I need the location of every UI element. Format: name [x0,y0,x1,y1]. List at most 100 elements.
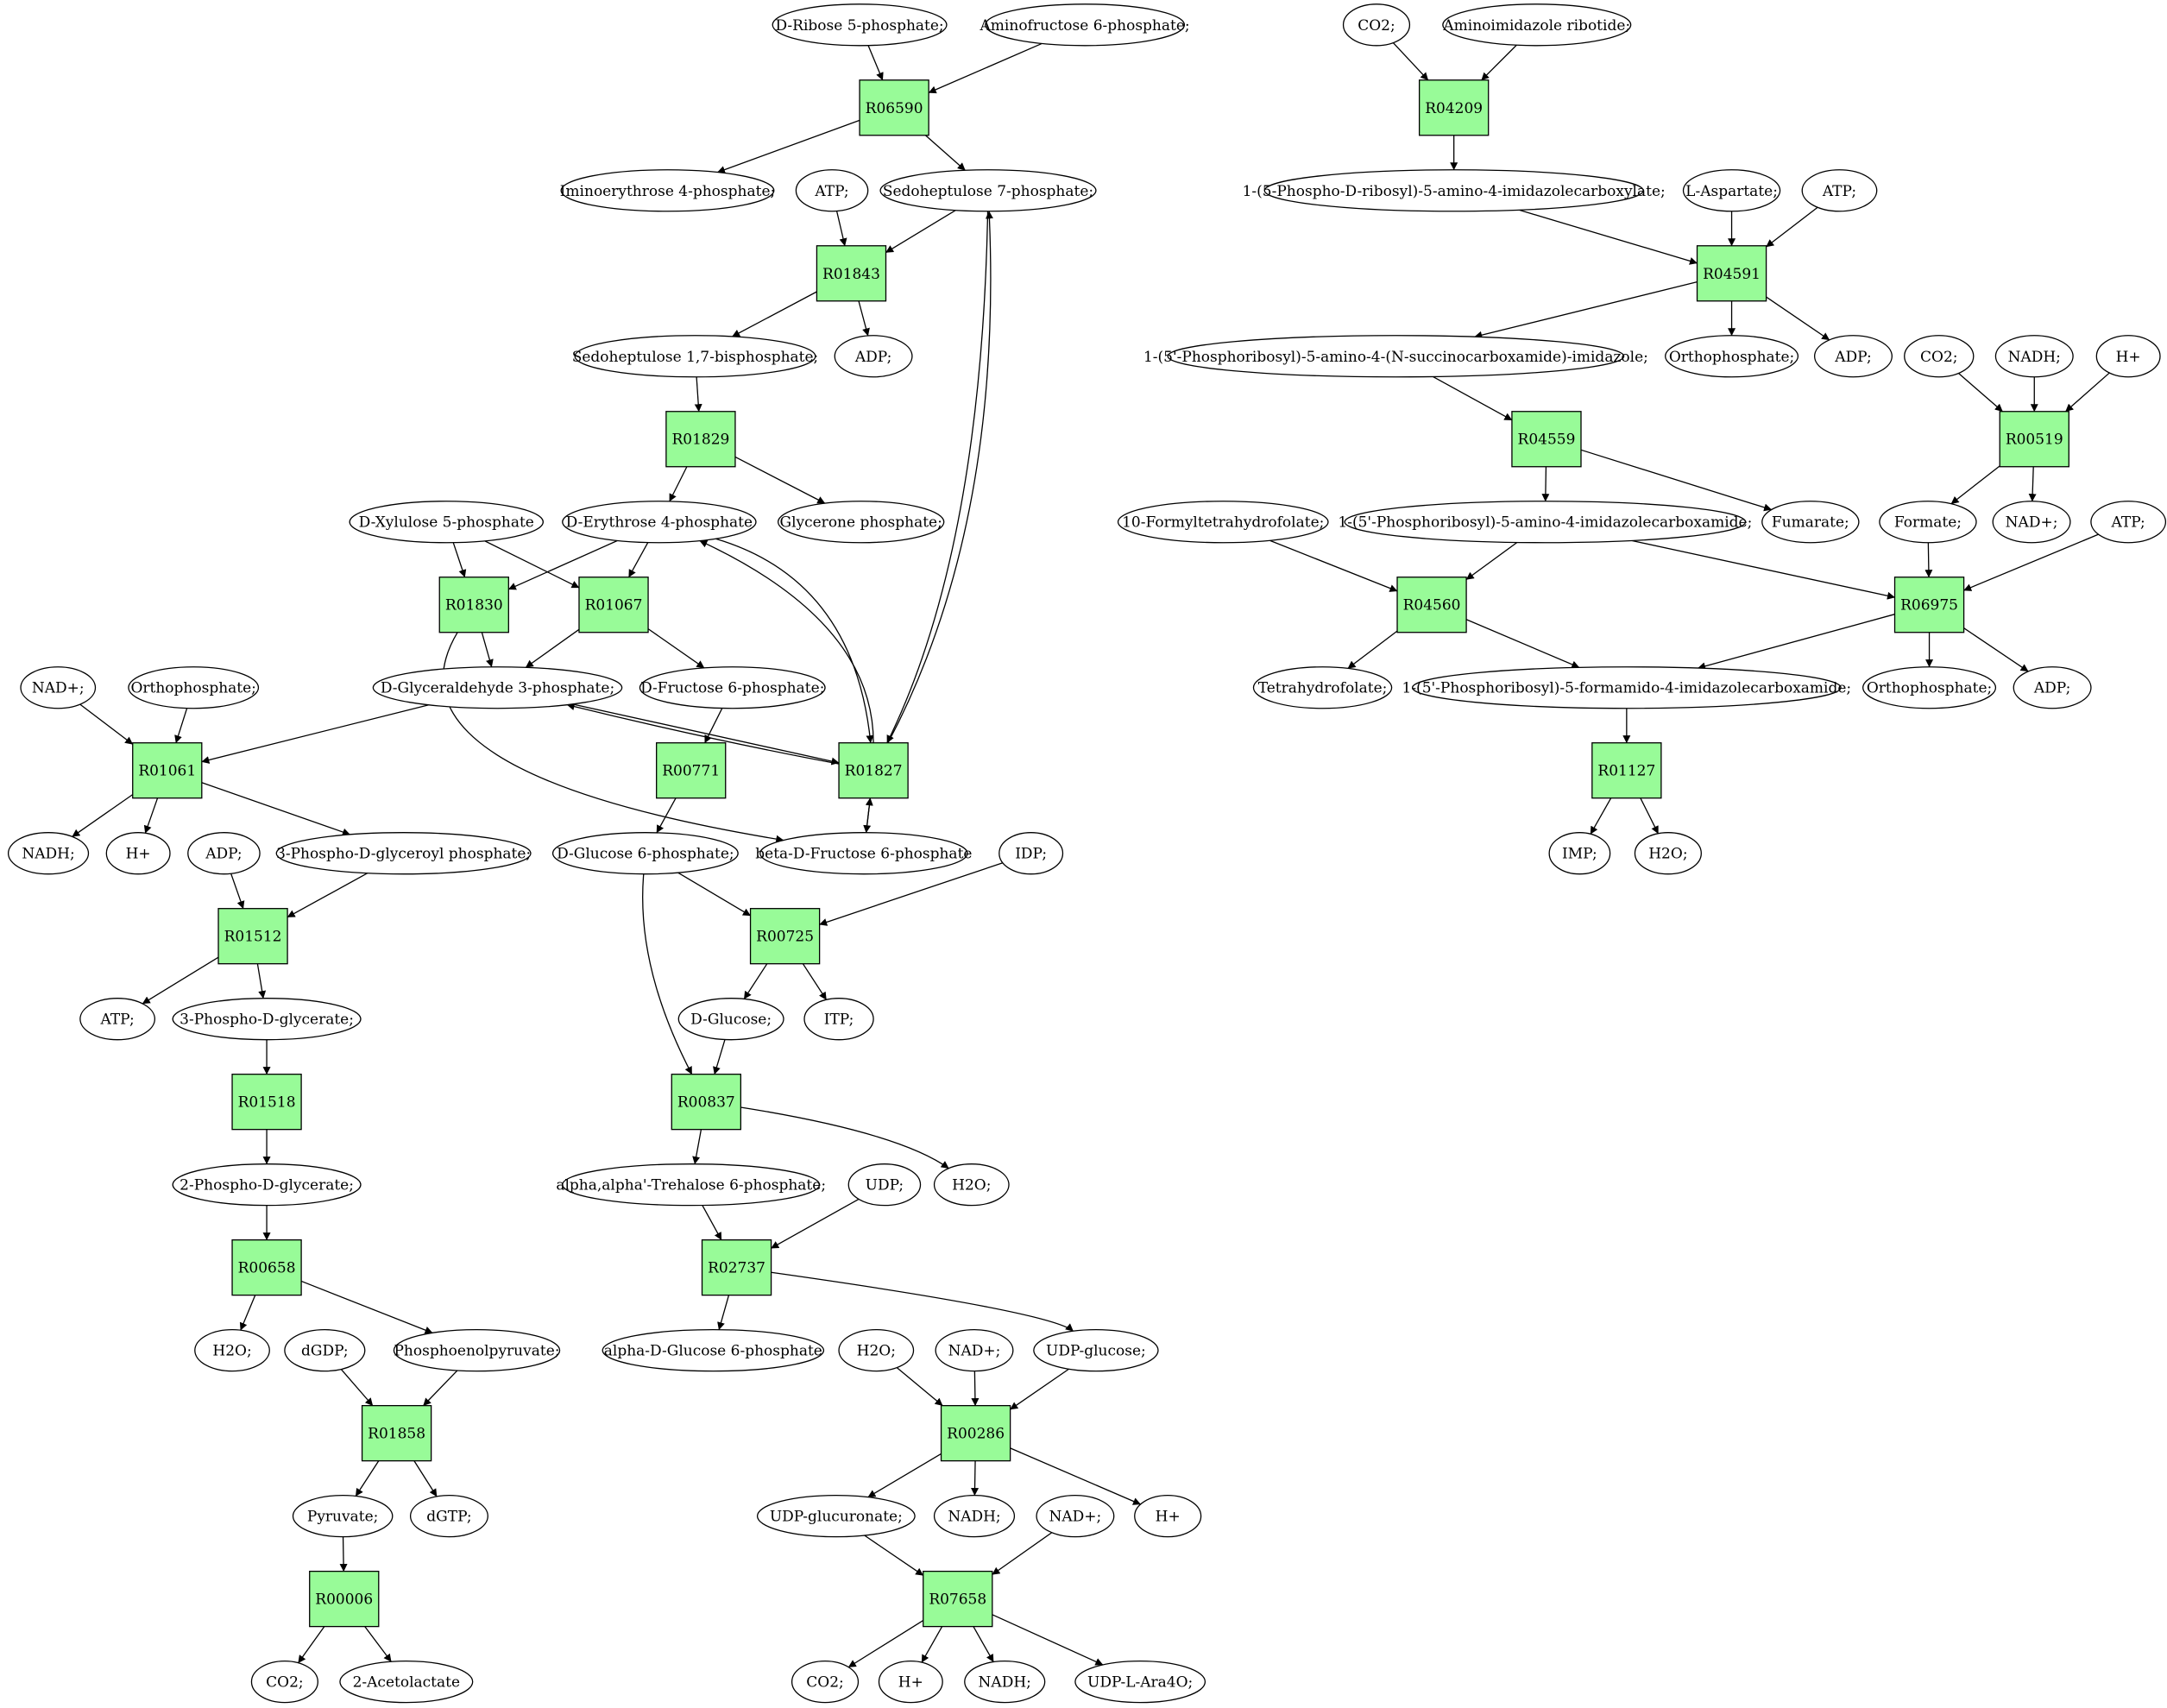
metabolite-node-fru6p[interactable]: D-Fructose 6-phosphate; [639,666,826,709]
reaction-node-R01518[interactable]: R01518 [231,1074,302,1131]
reaction-node-R00771[interactable]: R00771 [656,742,727,799]
metabolite-node-pg2[interactable]: 2-Phospho-D-glycerate; [172,1163,362,1207]
metabolite-node-h2o3[interactable]: H2O; [838,1328,915,1372]
reaction-node-R04209[interactable]: R04209 [1418,79,1490,136]
metabolite-node-idp[interactable]: IDP; [998,832,1064,875]
metabolite-node-betafru6p[interactable]: beta-D-Fructose 6-phosphate [755,832,972,875]
metabolite-node-orthoP3[interactable]: Orthophosphate; [1862,666,1997,709]
metabolite-node-faicar[interactable]: 1-(5'-Phosphoribosyl)-5-formamido-4-imid… [1402,666,1852,709]
reaction-node-R04560[interactable]: R04560 [1396,577,1467,633]
metabolite-node-aicar[interactable]: 1-(5'-Phosphoribosyl)-5-amino-4-imidazol… [1338,501,1752,544]
metabolite-node-imp[interactable]: IMP; [1548,832,1611,875]
metabolite-node-sedo7p[interactable]: Sedoheptulose 7-phosphate; [879,169,1097,212]
metabolite-node-co2c[interactable]: CO2; [1342,3,1411,47]
metabolite-node-udpglcA[interactable]: UDP-glucuronate; [756,1494,916,1538]
metabolite-node-itp[interactable]: ITP; [803,998,874,1041]
reaction-node-R02737[interactable]: R02737 [701,1239,772,1296]
metabolite-node-adp3[interactable]: ADP; [1813,335,1893,378]
metabolite-node-pgp[interactable]: 3-Phospho-D-glyceroyl phosphate; [275,832,532,875]
metabolite-node-h2o1[interactable]: H2O; [933,1163,1010,1207]
metabolite-node-nadh4[interactable]: NADH; [1994,335,2074,378]
edge-R01067-to-fru6p [647,628,705,669]
metabolite-node-fumarate[interactable]: Fumarate; [1761,501,1860,544]
reaction-node-R01512[interactable]: R01512 [217,908,288,965]
metabolite-node-aminofru6p[interactable]: Aminofructose 6-phosphate; [980,3,1190,47]
metabolite-node-saicar[interactable]: 1-(5'-Phosphoribosyl)-5-amino-4-(N-succi… [1143,335,1648,378]
metabolite-node-h2o4[interactable]: H2O; [1634,832,1702,875]
metabolite-node-orthoP1[interactable]: Orthophosphate; [128,666,260,709]
reaction-node-R01830[interactable]: R01830 [438,577,509,633]
metabolite-node-pep[interactable]: Phosphoenolpyruvate; [393,1328,561,1372]
reaction-node-R01061[interactable]: R01061 [132,742,203,799]
metabolite-label: Orthophosphate; [1669,349,1794,366]
reaction-node-R01827[interactable]: R01827 [838,742,909,799]
metabolite-node-dgdp[interactable]: dGDP; [284,1328,366,1372]
reaction-node-R04559[interactable]: R04559 [1511,411,1582,468]
reaction-node-R01858[interactable]: R01858 [361,1404,432,1462]
metabolite-node-aglc6p[interactable]: alpha-D-Glucose 6-phosphate [602,1328,825,1372]
metabolite-node-formylthf[interactable]: 10-Formyltetrahydrofolate; [1117,501,1329,544]
reaction-node-R00658[interactable]: R00658 [231,1239,302,1296]
reaction-node-R01127[interactable]: R01127 [1591,742,1662,799]
metabolite-node-aspartate[interactable]: L-Aspartate; [1682,169,1781,212]
metabolite-node-co2b[interactable]: CO2; [791,1660,860,1704]
metabolite-node-cair[interactable]: 1-(5-Phospho-D-ribosyl)-5-amino-4-imidaz… [1243,169,1666,212]
metabolite-node-sedo17bp[interactable]: Sedoheptulose 1,7-bisphosphate; [572,335,819,378]
reaction-node-R00286[interactable]: R00286 [940,1404,1011,1462]
metabolite-node-adp4[interactable]: ADP; [2013,666,2092,709]
metabolite-node-atp4[interactable]: ATP; [2090,501,2167,544]
metabolite-node-hplus3[interactable]: H+ [878,1660,943,1704]
metabolite-node-adp2[interactable]: ADP; [187,832,261,875]
metabolite-node-pg3[interactable]: 3-Phospho-D-glycerate; [172,998,362,1041]
metabolite-node-udpara[interactable]: UDP-L-Ara4O; [1074,1660,1206,1704]
metabolite-node-nadh3[interactable]: NADH; [964,1660,1046,1704]
metabolite-node-treh6p[interactable]: alpha,alpha'-Trehalose 6-phosphate; [556,1163,826,1207]
metabolite-node-udp[interactable]: UDP; [847,1163,922,1207]
metabolite-node-hplus1[interactable]: H+ [105,832,171,875]
metabolite-node-air[interactable]: Aminoimidazole ribotide; [1442,3,1632,47]
metabolite-node-ribose5p[interactable]: D-Ribose 5-phosphate; [772,3,948,47]
metabolite-node-hplus4[interactable]: H+ [2095,335,2161,378]
metabolite-node-ery4p[interactable]: D-Erythrose 4-phosphate [562,501,757,544]
reaction-node-R07658[interactable]: R07658 [923,1570,993,1628]
metabolite-node-nadh1[interactable]: NADH; [7,832,90,875]
metabolite-node-iminoery4p[interactable]: Iminoerythrose 4-phosphate; [560,169,776,212]
metabolite-node-orthoP2[interactable]: Orthophosphate; [1665,335,1799,378]
reaction-node-R01829[interactable]: R01829 [665,411,736,468]
reaction-node-R00837[interactable]: R00837 [671,1074,742,1131]
metabolite-node-nadp2[interactable]: NAD+; [935,1328,1014,1372]
reaction-node-R00006[interactable]: R00006 [309,1570,380,1628]
edge-atp4-to-R06975 [1963,533,2099,591]
metabolite-node-dgtp[interactable]: dGTP; [409,1494,488,1538]
metabolite-node-gap[interactable]: D-Glyceraldehyde 3-phosphate; [372,666,623,709]
reaction-node-R01067[interactable]: R01067 [578,577,649,633]
metabolite-node-co2d[interactable]: CO2; [1904,335,1975,378]
reaction-node-R04591[interactable]: R04591 [1696,245,1767,302]
metabolite-node-adp1[interactable]: ADP; [834,335,913,378]
metabolite-node-glc6p[interactable]: D-Glucose 6-phosphate; [551,832,739,875]
metabolite-node-formate[interactable]: Formate; [1879,501,1977,544]
reaction-node-R00519[interactable]: R00519 [1999,411,2069,468]
reaction-node-R06590[interactable]: R06590 [859,79,929,136]
metabolite-node-atp2[interactable]: ATP; [79,998,156,1041]
metabolite-node-co2a[interactable]: CO2; [250,1660,318,1704]
metabolite-node-nadp3[interactable]: NAD+; [1036,1494,1115,1538]
metabolite-node-pyruvate[interactable]: Pyruvate; [292,1494,394,1538]
reaction-node-R06975[interactable]: R06975 [1893,577,1965,633]
metabolite-node-atp1[interactable]: ATP; [795,169,869,212]
edge-glc6p-to-R00837 [642,873,693,1075]
metabolite-node-nadp4[interactable]: NAD+; [1992,501,2071,544]
metabolite-node-h2o2[interactable]: H2O; [194,1328,270,1372]
reaction-node-R01843[interactable]: R01843 [816,245,887,302]
reaction-node-R00725[interactable]: R00725 [749,908,821,965]
metabolite-node-udpglc[interactable]: UDP-glucose; [1033,1328,1159,1372]
metabolite-node-nadp1[interactable]: NAD+; [20,666,97,709]
metabolite-node-xyl5p[interactable]: D-Xylulose 5-phosphate [349,501,545,544]
metabolite-node-nadh2[interactable]: NADH; [933,1494,1016,1538]
metabolite-node-thf[interactable]: Tetrahydrofolate; [1252,666,1393,709]
metabolite-node-glyceroneP[interactable]: Glycerone phosphate; [777,501,945,544]
metabolite-node-atp3[interactable]: ATP; [1801,169,1878,212]
metabolite-node-hplus2[interactable]: H+ [1134,1494,1202,1538]
metabolite-node-acetolactate[interactable]: 2-Acetolactate [339,1660,474,1704]
metabolite-node-dglucose[interactable]: D-Glucose; [677,998,784,1041]
